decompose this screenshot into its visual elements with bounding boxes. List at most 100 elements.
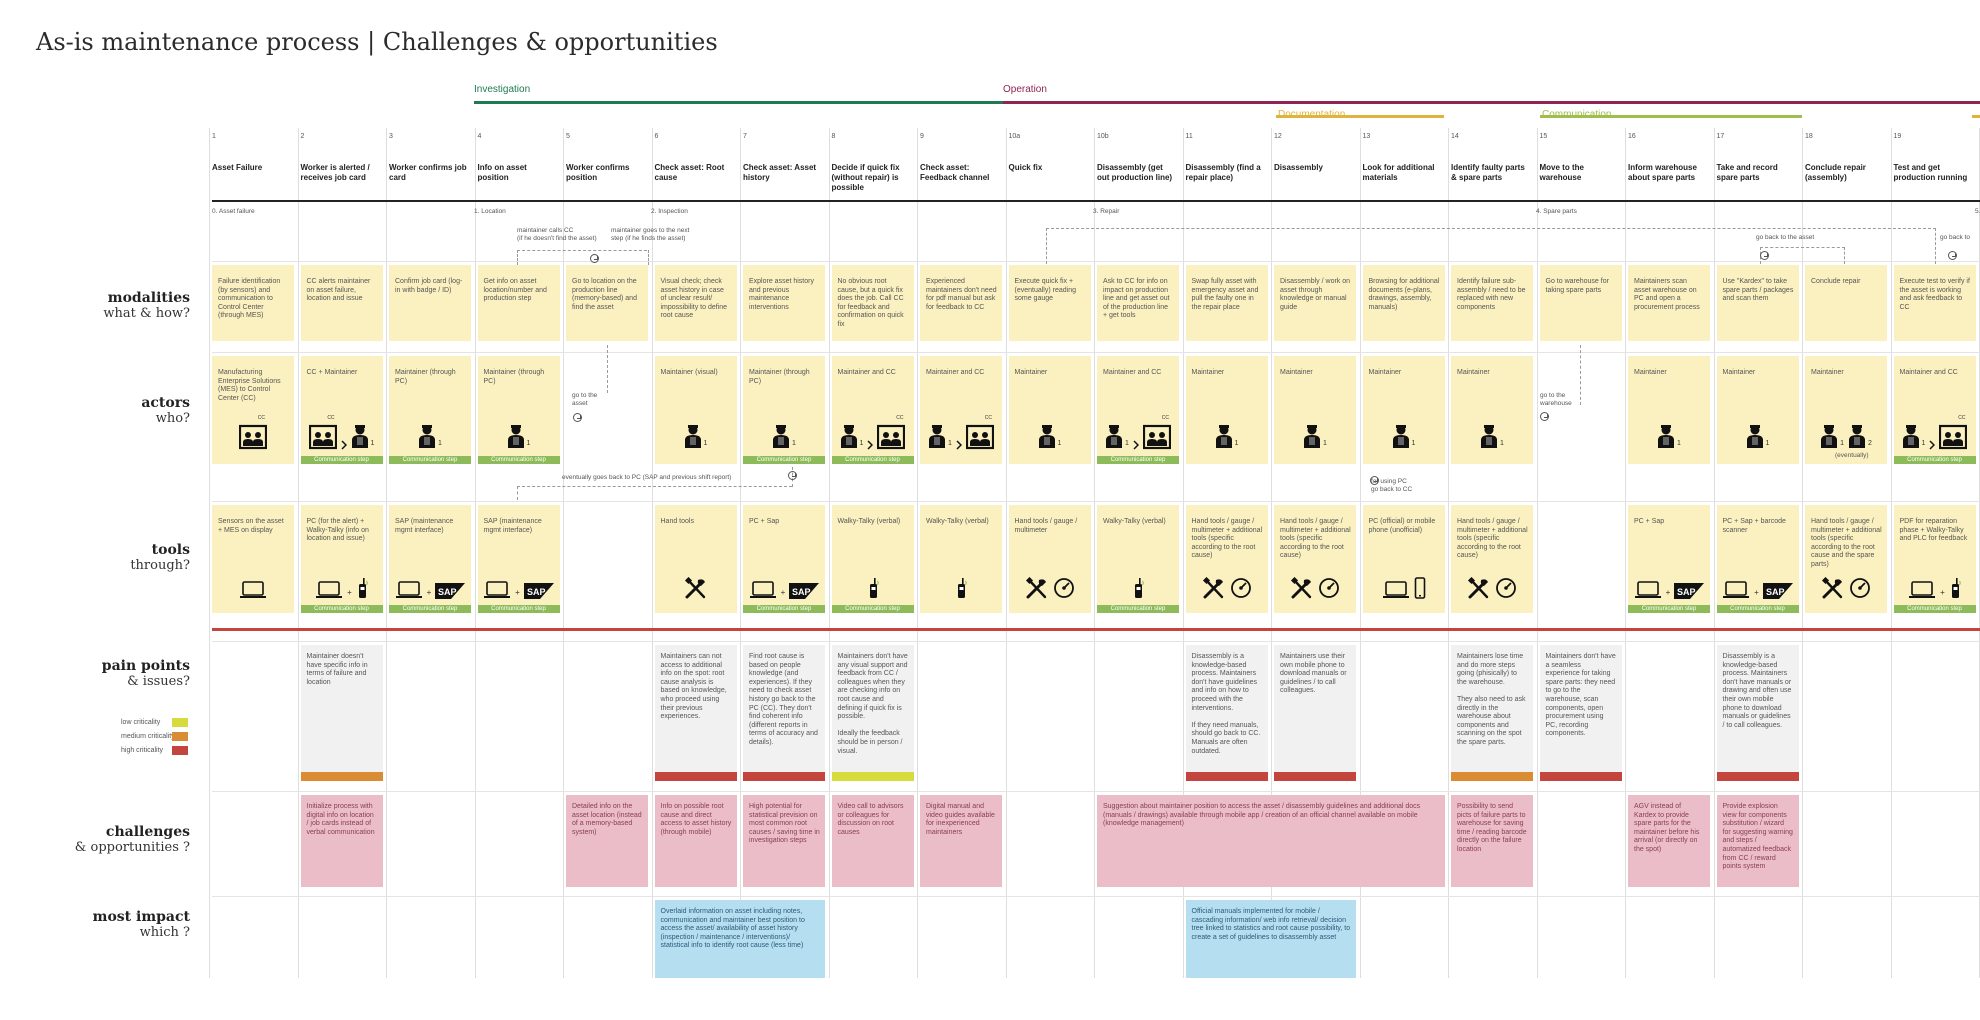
column-divider — [563, 128, 564, 978]
actor-single: 1 — [1820, 424, 1844, 450]
tool-text: Hand tools / gauge / multimeter + additi… — [1280, 518, 1351, 560]
maintainer-icon — [1481, 425, 1498, 448]
eventually-note: (eventually) — [1835, 452, 1869, 459]
modality-text: Swap fully asset with emergency asset an… — [1191, 278, 1259, 311]
gauge-icon — [1496, 578, 1516, 598]
column-divider — [1448, 128, 1449, 978]
control-center-icon — [1939, 424, 1968, 450]
challenge-text: Digital manual and video guides availabl… — [926, 803, 995, 836]
page-title: As-is maintenance process | Challenges &… — [36, 28, 718, 56]
modality-text: Get info on asset location/number and pr… — [483, 278, 547, 303]
gauge-icon — [1850, 578, 1870, 598]
challenge-cell: Initialize process with digital info on … — [300, 795, 383, 887]
modality-cell: Go to location on the production line (m… — [566, 265, 648, 341]
modality-cell: Go to warehouse for taking spare parts — [1539, 265, 1622, 341]
actor-cell: Manufacturing Enterprise Solutions (MES)… — [212, 356, 294, 464]
column-divider — [297, 128, 299, 978]
maintainer-icon — [929, 425, 946, 448]
phase-bar — [1972, 115, 1980, 118]
modality-cell: Failure identification (by sensors) and … — [212, 265, 294, 341]
maintainer-icon — [507, 425, 524, 448]
step-number: 10a — [1008, 133, 1021, 140]
modality-cell: Execute quick fix + (eventually) reading… — [1008, 265, 1091, 341]
modality-cell: Maintainers scan asset warehouse on PC a… — [1628, 265, 1710, 341]
step-name: Worker confirms position — [566, 163, 630, 182]
laptop-icon — [1909, 581, 1936, 598]
modality-cell: Conclude repair — [1805, 265, 1887, 341]
challenge-text: Initialize process with digital info on … — [306, 803, 375, 836]
actor-count: 1 — [1125, 440, 1129, 447]
laptop-icon — [749, 581, 776, 598]
actor-count: 1 — [1323, 440, 1327, 447]
modality-text: Failure identification (by sensors) and … — [218, 278, 281, 320]
pain-point-cell: Disassembly is a knowledge-based process… — [1716, 645, 1799, 781]
dashed-connector — [517, 250, 518, 265]
pain-point-cell: Disassembly is a knowledge-based process… — [1185, 645, 1268, 781]
laptop-icon — [1382, 581, 1409, 598]
actor-count: 2 — [1868, 440, 1872, 447]
row-divider — [212, 791, 1980, 792]
control-center-group: CC — [877, 415, 906, 450]
laptop-icon — [1723, 581, 1750, 598]
stage-label: 1. Location — [474, 208, 506, 215]
icon-group: 1 — [478, 422, 560, 450]
actor-single: 1 — [928, 424, 952, 450]
actor-single: 1 — [1902, 424, 1925, 450]
column-divider — [917, 128, 918, 978]
stage-label: 0. Asset failure — [212, 208, 255, 215]
plus-sign: + — [780, 588, 786, 597]
challenge-cell: High potential for statistical prevision… — [743, 795, 825, 887]
actor-single: 1 — [1038, 424, 1061, 450]
actor-count: 1 — [1677, 440, 1681, 447]
row-divider — [212, 352, 1980, 353]
pain-point-text: Maintainers can not access to additional… — [660, 653, 727, 721]
communication-step-badge: Communication step — [743, 605, 825, 613]
icon-group — [655, 571, 737, 599]
pain-point-cell: Maintainers don't have a seamless experi… — [1539, 645, 1622, 781]
criticality-bar-high — [1716, 772, 1799, 781]
laptop-icon — [1634, 581, 1661, 598]
hand-tools-icon — [1467, 577, 1489, 599]
legend-label-medium: medium criticality — [121, 733, 175, 740]
legend-label-high: high criticality — [121, 747, 164, 754]
actor-text: Maintainer (visual) — [660, 369, 718, 376]
challenge-text: AGV instead of Kardex to provide spare p… — [1634, 803, 1700, 853]
header-divider — [212, 200, 1980, 202]
tool-cell: Hand tools / gauge / multimeter — [1008, 505, 1091, 613]
row-subtitle: who? — [155, 411, 190, 426]
challenge-text: High potential for statistical prevision… — [749, 803, 820, 845]
column-divider — [651, 128, 653, 978]
actor-text: Maintainer — [1722, 369, 1756, 376]
actor-count: 1 — [703, 440, 708, 447]
challenge-cell: AGV instead of Kardex to provide spare p… — [1628, 795, 1710, 887]
control-center-icon — [308, 424, 337, 450]
actor-count: 1 — [1500, 440, 1504, 447]
stage-label: 2. Inspection — [651, 208, 688, 215]
tool-cell: Sensors on the asset + MES on display — [212, 505, 294, 613]
sap-logo-text: SAP — [1677, 587, 1696, 597]
impact-text: Official manuals implemented for mobile … — [1191, 908, 1351, 941]
icon-group: CC — [212, 415, 294, 450]
tool-text: Hand tools — [660, 518, 694, 525]
row-title: challenges — [105, 824, 190, 840]
control-center-tag: CC — [896, 415, 904, 421]
challenge-cell: Provide explosion view for components su… — [1716, 795, 1799, 887]
control-center-group: CC — [308, 415, 337, 450]
phase-label: Investigation — [474, 84, 531, 95]
row-subtitle: what & how? — [103, 306, 190, 321]
row-divider — [212, 501, 1980, 502]
note-go-back-to: go back to — [1940, 234, 1970, 241]
tool-cell: Walky-Talky (verbal)Communication step — [1097, 505, 1179, 613]
icon-group — [1097, 571, 1179, 599]
criticality-bar-medium — [1451, 772, 1533, 781]
phase-bar — [474, 101, 1004, 104]
modality-cell: Swap fully asset with emergency asset an… — [1185, 265, 1268, 341]
tool-text: Walky-Talky (verbal) — [1103, 518, 1166, 525]
modality-cell: Disassembly / work on asset through know… — [1274, 265, 1356, 341]
challenge-cell: Possibility to send picts of failure par… — [1451, 795, 1533, 887]
step-name: Check asset: Root cause — [654, 163, 725, 182]
actor-text: Maintainer and CC — [926, 369, 985, 376]
